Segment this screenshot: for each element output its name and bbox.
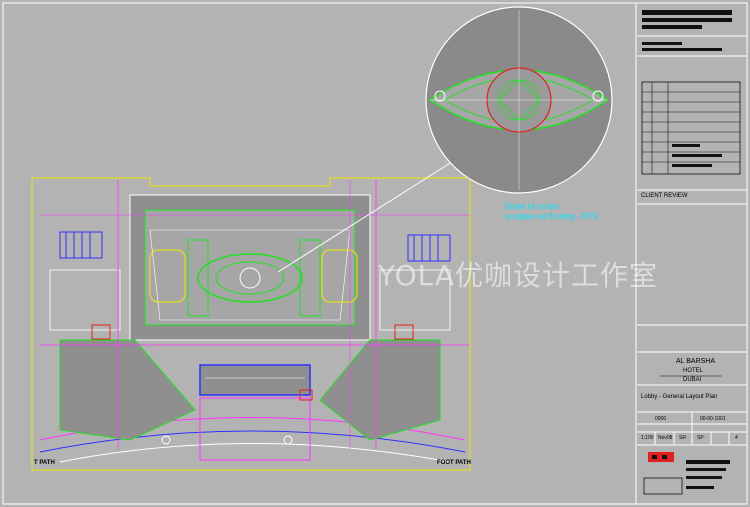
lobby-plan [31, 159, 471, 471]
stage-label: CLIENT REVIEW [641, 193, 688, 199]
revision-number: 4 [735, 435, 738, 441]
date-value: Nov08 [658, 435, 673, 441]
company-logo [648, 452, 674, 462]
project-name-line1: AL BARSHA [676, 358, 716, 365]
entrance [199, 364, 311, 396]
drawing-number: 00-00-1001 [700, 416, 726, 422]
drawing-title: Lobby - General Layout Plan [641, 394, 718, 400]
detail-circle [425, 6, 613, 194]
watermark: YOLA优咖设计工作室 [378, 259, 659, 292]
centre-sculpture [197, 253, 303, 303]
project-name-line3: DUBAI [683, 377, 702, 383]
job-number: 0000 [655, 416, 667, 422]
detail-leader [277, 159, 456, 273]
right-stair [407, 234, 451, 262]
title-block [637, 10, 747, 495]
drawn-by: SR [679, 435, 686, 441]
detail-note-line2: sculpture at flooring - NTS [505, 212, 598, 221]
project-name-line2: HOTEL [683, 368, 704, 374]
detail-note-line1: Detail of centre [505, 202, 559, 211]
scale-value: 1:100 [641, 435, 654, 441]
foot-path-left-label: T PATH [34, 460, 55, 466]
foot-path-right-label: FOOT PATH [437, 460, 471, 466]
checked-by: SP [697, 435, 704, 441]
left-stair [59, 231, 103, 259]
